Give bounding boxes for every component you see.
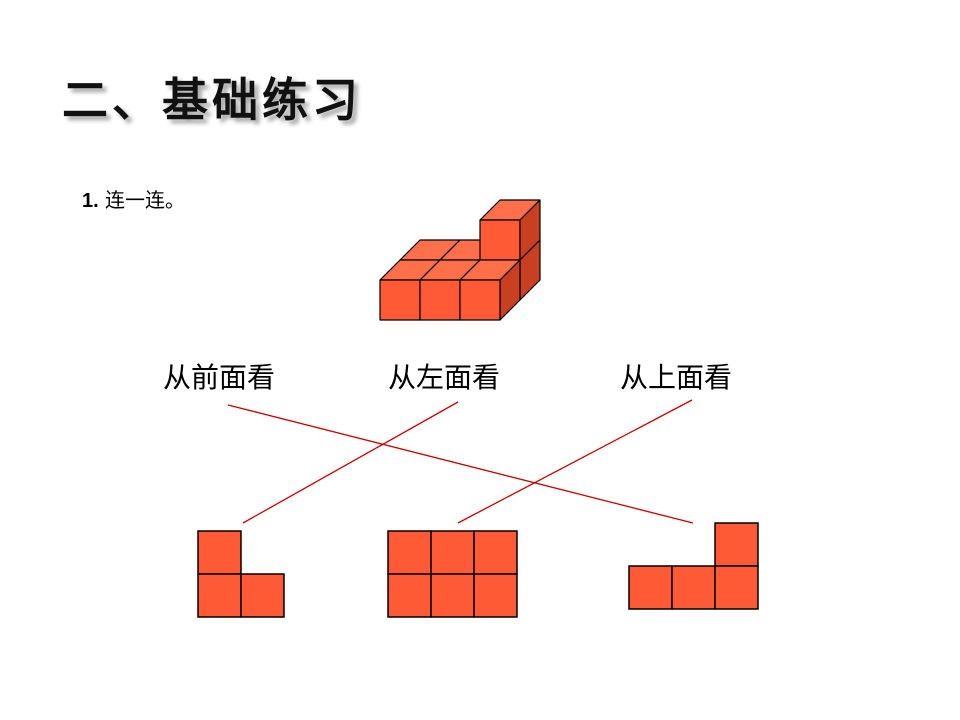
cube-front-1 bbox=[379, 279, 421, 321]
cube-front-3 bbox=[459, 279, 501, 321]
square bbox=[387, 530, 432, 575]
square bbox=[430, 530, 475, 575]
square bbox=[473, 530, 518, 575]
slide-title: 二、基础练习 bbox=[62, 73, 362, 127]
view-option-b bbox=[387, 530, 518, 618]
square bbox=[714, 565, 759, 610]
square bbox=[430, 573, 475, 618]
connector-lines bbox=[227, 399, 694, 524]
label-left-view: 从左面看 bbox=[388, 361, 501, 394]
square bbox=[473, 573, 518, 618]
connector-top bbox=[457, 399, 693, 524]
square bbox=[197, 573, 242, 618]
connector-front bbox=[227, 404, 694, 524]
square bbox=[197, 530, 242, 575]
connector-left bbox=[242, 401, 459, 524]
cube-stack-3d bbox=[379, 199, 541, 321]
label-front-view: 从前面看 bbox=[163, 361, 276, 394]
square bbox=[714, 522, 759, 567]
square bbox=[387, 573, 432, 618]
view-option-c bbox=[628, 522, 759, 610]
cube-tall-front bbox=[479, 219, 521, 261]
view-option-a bbox=[197, 530, 285, 618]
cube-front-2 bbox=[419, 279, 461, 321]
square bbox=[628, 565, 673, 610]
question-number: 1. bbox=[82, 190, 99, 212]
square bbox=[240, 573, 285, 618]
question-text: 连一连。 bbox=[105, 188, 186, 212]
question: 1. 连一连。 bbox=[82, 184, 185, 213]
square bbox=[671, 565, 716, 610]
label-top-view: 从上面看 bbox=[620, 361, 733, 394]
